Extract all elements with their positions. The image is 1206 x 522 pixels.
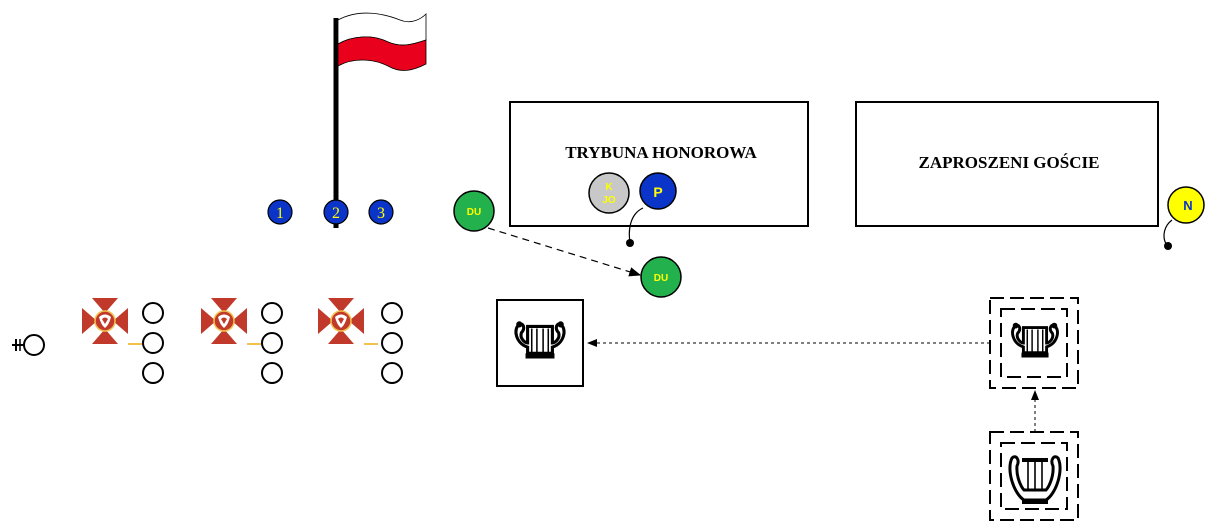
commander-icon (12, 334, 45, 356)
svg-text:P: P (653, 184, 662, 200)
banner-group-3 (318, 298, 403, 384)
regimental-banner-icon (82, 298, 128, 344)
n-marker: N (1163, 186, 1205, 250)
guests-stand-label: ZAPROSZENI GOŚCIE (919, 153, 1100, 172)
polish-flag-icon (333, 12, 427, 228)
svg-text:DU: DU (654, 273, 668, 284)
svg-text:JO: JO (602, 195, 616, 206)
du-marker-start: DU (453, 190, 495, 232)
band-final-position (496, 299, 584, 387)
p-marker: P (626, 172, 677, 247)
lyre-icon (1010, 321, 1060, 360)
position-marker-1: 1 (267, 199, 293, 225)
svg-text:DU: DU (467, 207, 481, 218)
kjo-marker: K JO (588, 172, 630, 214)
lyre-icon (1008, 455, 1062, 504)
regimental-banner-icon (318, 298, 364, 344)
band-middle-position (989, 297, 1079, 389)
regimental-banner-icon (201, 298, 247, 344)
guests-stand: ZAPROSZENI GOŚCIE (855, 101, 1159, 227)
position-marker-3: 3 (368, 199, 394, 225)
svg-text:N: N (1183, 198, 1192, 213)
svg-text:K: K (605, 182, 613, 193)
svg-text:3: 3 (377, 205, 385, 222)
band-start-position (989, 431, 1079, 521)
du-marker-end: DU (640, 256, 682, 298)
du-movement-path (487, 227, 642, 277)
svg-text:2: 2 (332, 205, 340, 222)
honor-stand-label: TRYBUNA HONOROWA (565, 143, 757, 162)
banner-group-2 (201, 298, 283, 384)
svg-text:1: 1 (276, 205, 284, 222)
position-marker-2: 2 (323, 199, 349, 225)
banner-group-1 (82, 298, 164, 384)
